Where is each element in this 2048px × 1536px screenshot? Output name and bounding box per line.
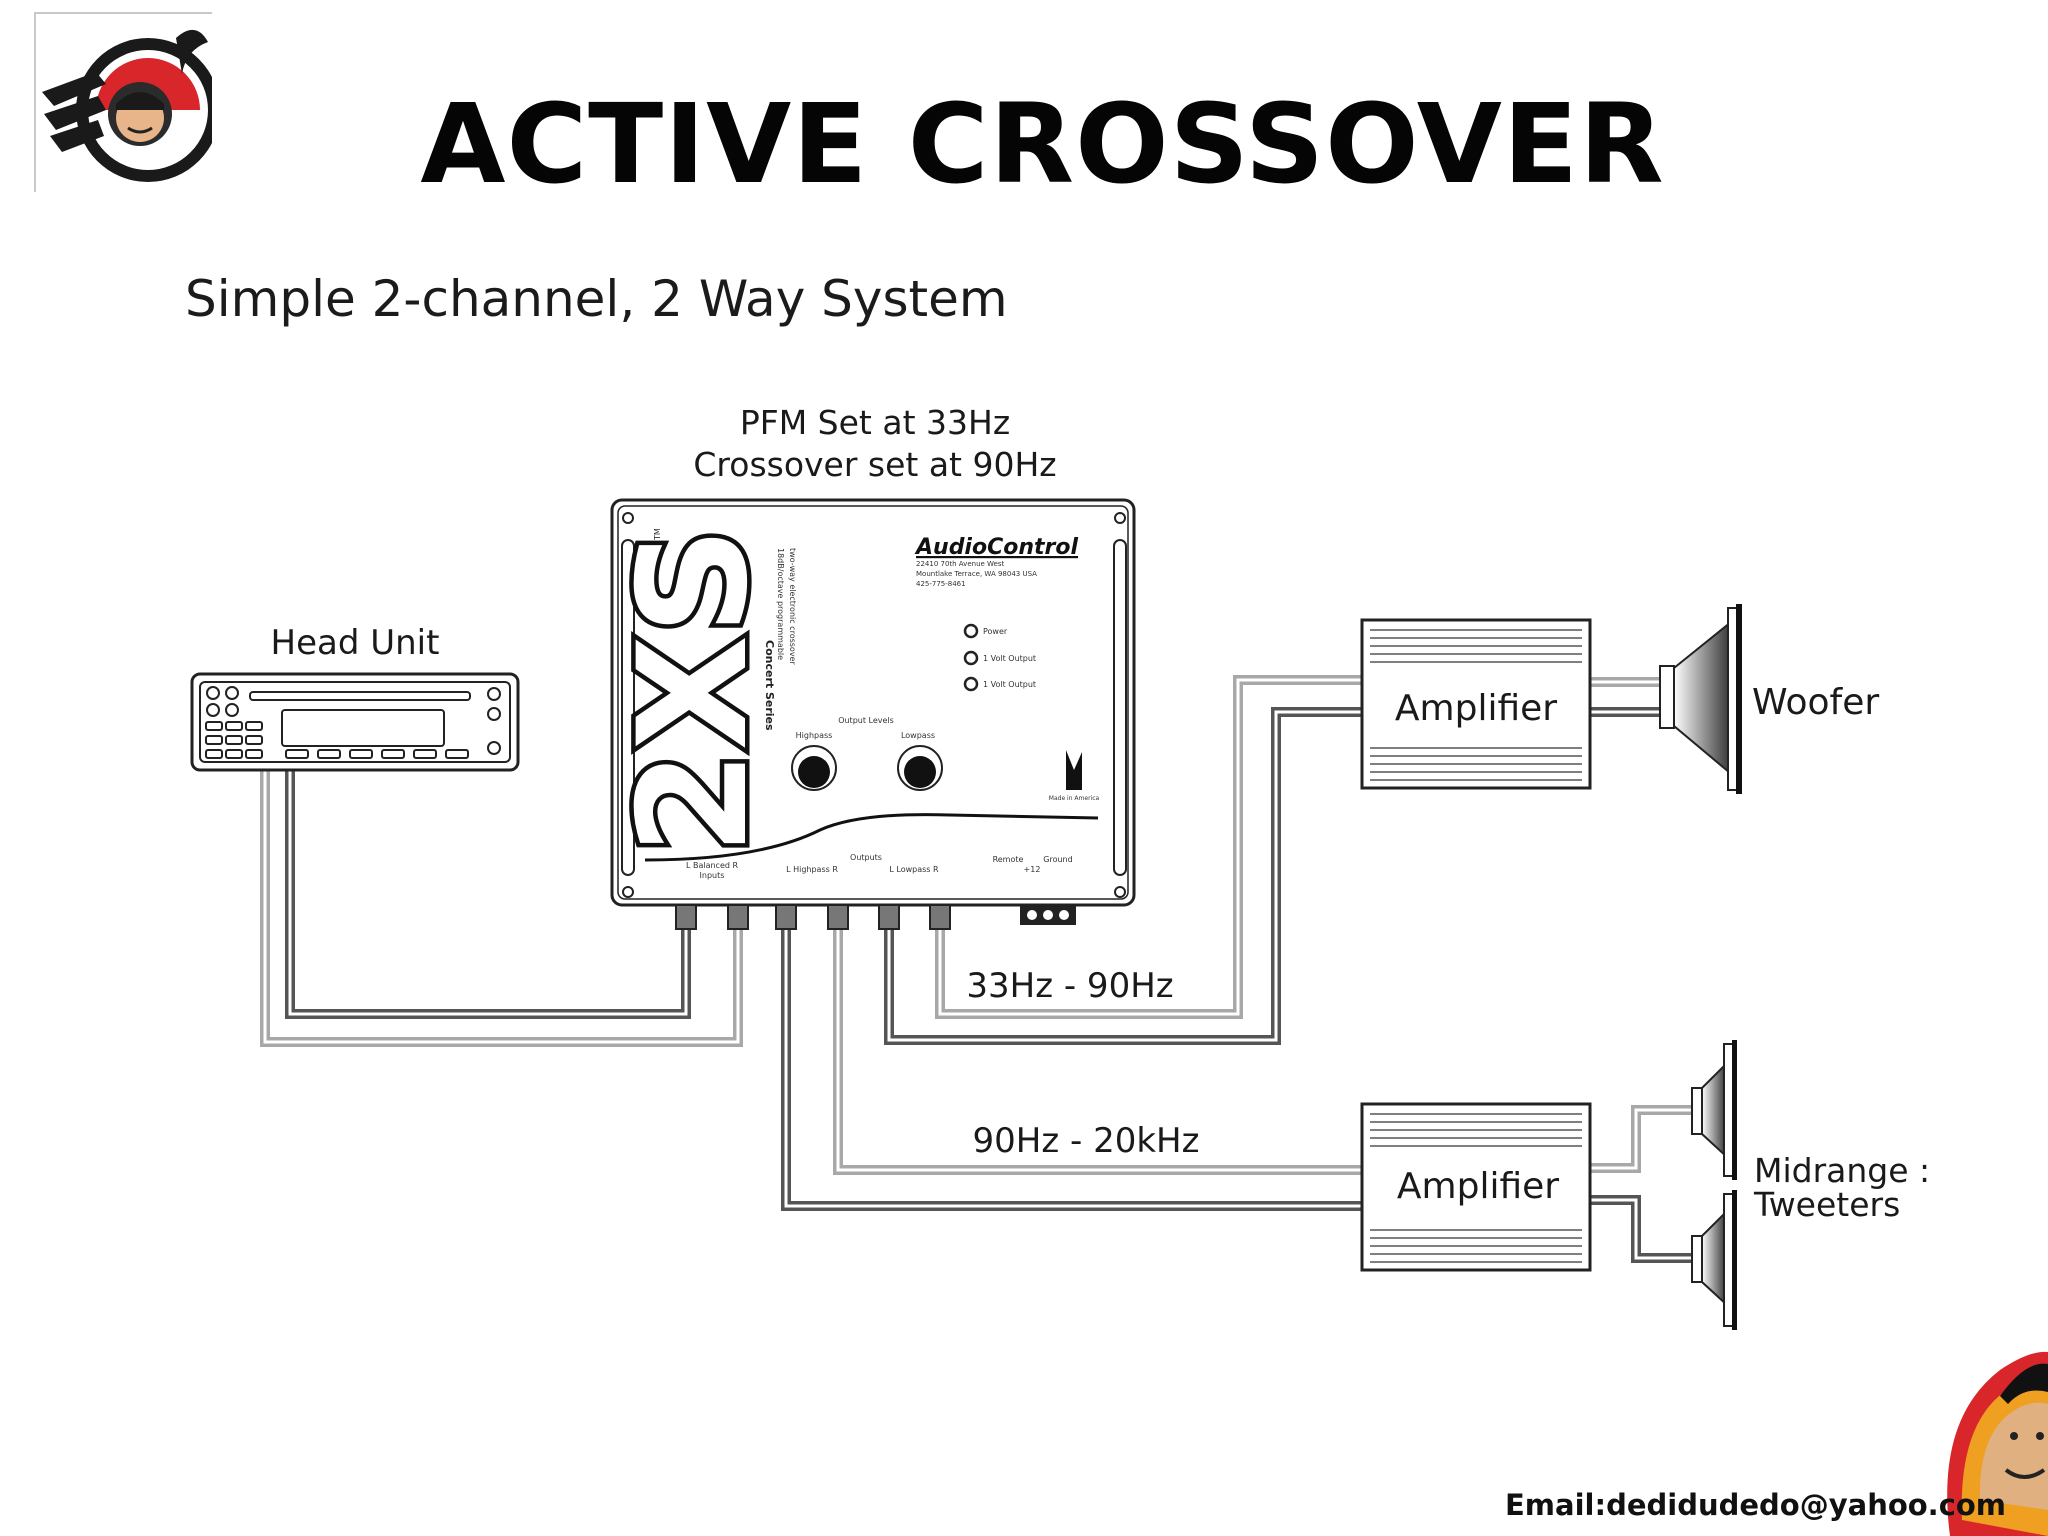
crossover-tm: TM: [653, 528, 662, 541]
brand-name: AudioControl: [914, 535, 1078, 560]
plus12-label: +12: [1024, 865, 1041, 874]
jack-balanced-label: L Balanced R: [686, 861, 739, 870]
jack-balanced-sub-label: Inputs: [700, 871, 725, 880]
jack-lowpass-label: L Lowpass R: [889, 865, 939, 874]
power-led-icon: [963, 623, 979, 639]
amplifier-bottom: Amplifier: [1360, 1102, 1592, 1272]
contact-email: Email:dedidudedo@yahoo.com: [1505, 1488, 2007, 1522]
crossover-note-pfm: PFM Set at 33Hz: [740, 403, 1010, 442]
knob-lowpass-label: Lowpass: [901, 731, 935, 740]
crossover-series: Concert Series: [763, 640, 776, 731]
logo-frame: [34, 12, 220, 192]
woofer-speaker-icon: [1659, 604, 1742, 794]
high-band-label: 90Hz - 20kHz: [973, 1121, 1200, 1161]
cable-amp-tweeter: [1590, 1195, 1698, 1263]
led-output1-label: 1 Volt Output: [983, 654, 1036, 663]
amplifier-top: Amplifier: [1360, 618, 1592, 790]
lowpass-knob-icon: [897, 745, 943, 791]
midrange-speaker-icon: [1691, 1040, 1737, 1180]
output2-led-icon: [963, 676, 979, 692]
ground-label: Ground: [1043, 855, 1072, 864]
rca-jacks: [675, 904, 951, 930]
crossover-unit: PFM Set at 33Hz Crossover set at 90Hz 2X…: [603, 403, 1136, 930]
power-terminal-block: [1020, 905, 1076, 925]
midrange-label: Midrange :: [1754, 1151, 1930, 1190]
amplifier-bottom-label: Amplifier: [1397, 1166, 1559, 1207]
low-band-label: 33Hz - 90Hz: [966, 966, 1173, 1006]
crossover-desc-2: two-way electronic crossover: [788, 548, 797, 665]
made-in-america-icon: [1066, 750, 1082, 790]
brand-address-3: 425-775-8461: [916, 580, 966, 588]
led-power-label: Power: [983, 627, 1008, 636]
tweeter-label: Tweeters: [1753, 1185, 1900, 1224]
face-logo-icon: [42, 29, 220, 182]
crossover-note-xover: Crossover set at 90Hz: [693, 445, 1056, 484]
highpass-knob-icon: [791, 745, 837, 791]
brand-address-1: 22410 70th Avenue West: [916, 560, 1005, 568]
slide-subtitle: Simple 2-channel, 2 Way System: [185, 270, 1008, 328]
crossover-model: 2XS: [607, 527, 781, 855]
cables: [260, 675, 1698, 1263]
brand-address-2: Mountlake Terrace, WA 98043 USA: [916, 570, 1037, 578]
tweeter-speaker-icon: [1691, 1190, 1737, 1330]
woofer-label: Woofer: [1752, 682, 1879, 723]
output-levels-label: Output Levels: [838, 716, 894, 725]
outputs-label: Outputs: [850, 853, 882, 862]
knob-highpass-label: Highpass: [796, 731, 833, 740]
amplifier-top-label: Amplifier: [1395, 688, 1557, 729]
output1-led-icon: [963, 650, 979, 666]
cable-amp-mid: [1590, 1105, 1698, 1173]
crossover-desc-1: 18dB/octave programmable: [776, 548, 785, 660]
led-output2-label: 1 Volt Output: [983, 680, 1036, 689]
jack-highpass-label: L Highpass R: [786, 865, 838, 874]
slide-title: ACTIVE CROSSOVER: [420, 80, 1665, 208]
made-in-label: Made in America: [1049, 795, 1100, 802]
head-unit: Head Unit: [190, 623, 520, 772]
face-portrait-icon: [1947, 1351, 2048, 1536]
head-unit-label: Head Unit: [271, 623, 440, 663]
remote-label: Remote: [993, 855, 1024, 864]
